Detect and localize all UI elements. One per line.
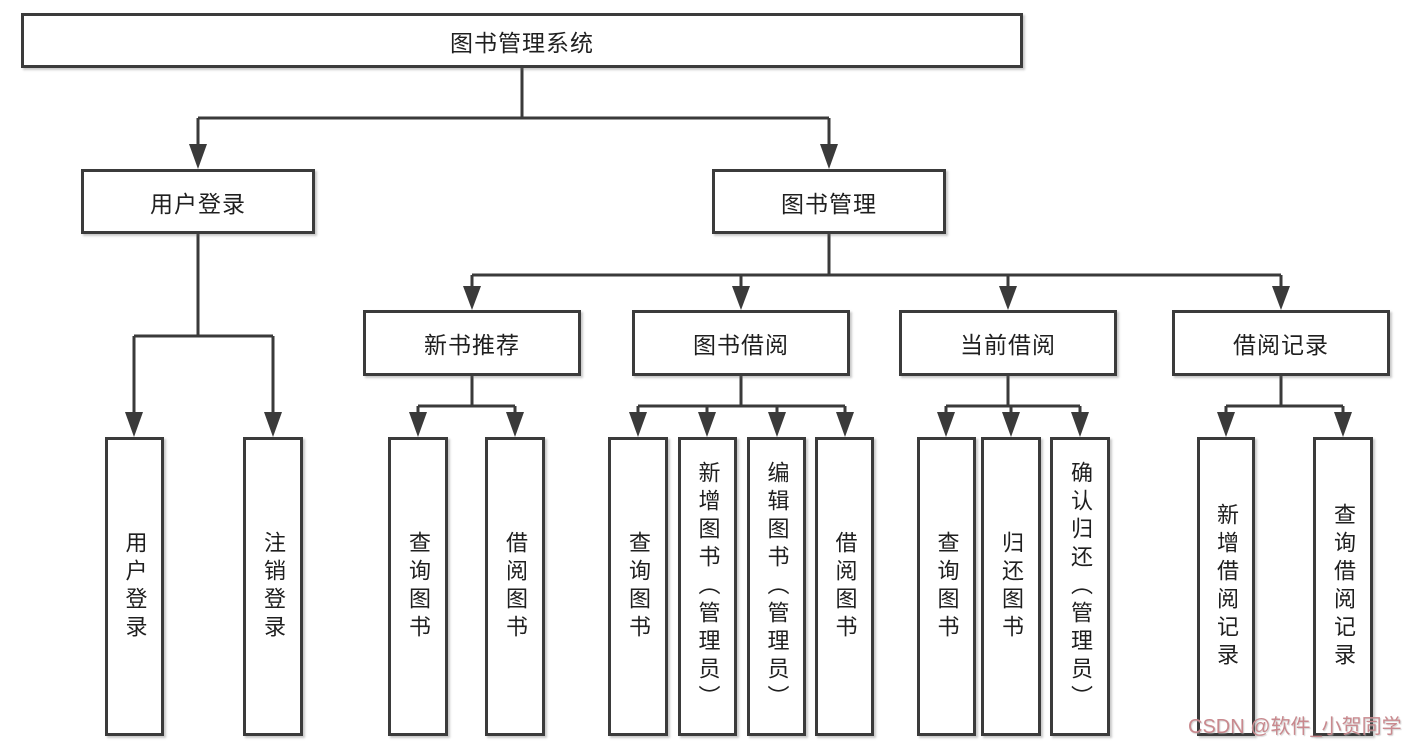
node-user-login-label: 用户登录	[150, 190, 246, 217]
connector-root-to-level2	[189, 68, 838, 169]
csdn-watermark: CSDN @软件_小贺同学	[1188, 716, 1402, 738]
leaf-borrow-query-books: 查询图书	[608, 437, 668, 736]
leaf-records-query-record: 查询借阅记录	[1313, 437, 1373, 736]
node-new-book-recommend: 新书推荐	[363, 310, 581, 376]
node-current-borrow-label: 当前借阅	[960, 332, 1056, 358]
connector-bookmgmt-to-level3	[463, 234, 1290, 310]
leaf-borrow-edit-books-admin-label: 编辑图书（管理员）	[764, 460, 790, 713]
leaf-borrow-edit-books-admin: 编辑图书（管理员）	[747, 437, 806, 736]
leaf-current-query-books-label: 查询图书	[934, 530, 960, 643]
leaf-borrow-query-books-label: 查询图书	[626, 530, 651, 643]
leaf-newbooks-query-books-label: 查询图书	[406, 530, 431, 643]
node-book-borrow: 图书借阅	[632, 310, 850, 376]
leaf-current-return-books: 归还图书	[981, 437, 1041, 736]
leaf-logout: 注销登录	[243, 437, 303, 736]
connector-currentborrow-to-leaves	[937, 376, 1089, 437]
leaf-borrow-borrow-books-label: 借阅图书	[832, 530, 858, 643]
leaf-records-add-record-label: 新增借阅记录	[1214, 502, 1239, 671]
node-user-login: 用户登录	[81, 169, 315, 234]
leaf-borrow-add-books-admin-label: 新增图书（管理员）	[695, 460, 721, 713]
leaf-newbooks-query-books: 查询图书	[388, 437, 448, 736]
connector-borrowrecords-to-leaves	[1217, 376, 1352, 437]
node-book-management: 图书管理	[712, 169, 946, 234]
node-root-label: 图书管理系统	[450, 29, 594, 56]
leaf-newbooks-borrow-books: 借阅图书	[485, 437, 545, 736]
leaf-user-login: 用户登录	[105, 437, 164, 736]
leaf-user-login-label: 用户登录	[122, 530, 148, 643]
leaf-current-return-books-label: 归还图书	[999, 530, 1024, 643]
node-borrow-records: 借阅记录	[1172, 310, 1390, 376]
node-borrow-records-label: 借阅记录	[1233, 332, 1329, 358]
connector-userlogin-to-leaves	[125, 234, 282, 437]
node-current-borrow: 当前借阅	[899, 310, 1117, 376]
leaf-records-query-record-label: 查询借阅记录	[1331, 502, 1356, 671]
leaf-borrow-add-books-admin: 新增图书（管理员）	[678, 437, 737, 736]
node-book-management-label: 图书管理	[781, 190, 877, 217]
leaf-current-confirm-return-admin-label: 确认归还（管理员）	[1068, 460, 1093, 713]
leaf-borrow-borrow-books: 借阅图书	[815, 437, 874, 736]
leaf-logout-label: 注销登录	[261, 530, 286, 643]
connector-bookborrow-to-leaves	[629, 376, 854, 437]
leaf-current-query-books: 查询图书	[917, 437, 976, 736]
leaf-records-add-record: 新增借阅记录	[1197, 437, 1255, 736]
leaf-newbooks-borrow-books-label: 借阅图书	[503, 530, 528, 643]
connector-newbooks-to-leaves	[409, 376, 524, 437]
node-root-library-system: 图书管理系统	[21, 13, 1023, 68]
leaf-current-confirm-return-admin: 确认归还（管理员）	[1050, 437, 1110, 736]
node-book-borrow-label: 图书借阅	[693, 332, 789, 358]
node-new-book-recommend-label: 新书推荐	[424, 332, 520, 358]
